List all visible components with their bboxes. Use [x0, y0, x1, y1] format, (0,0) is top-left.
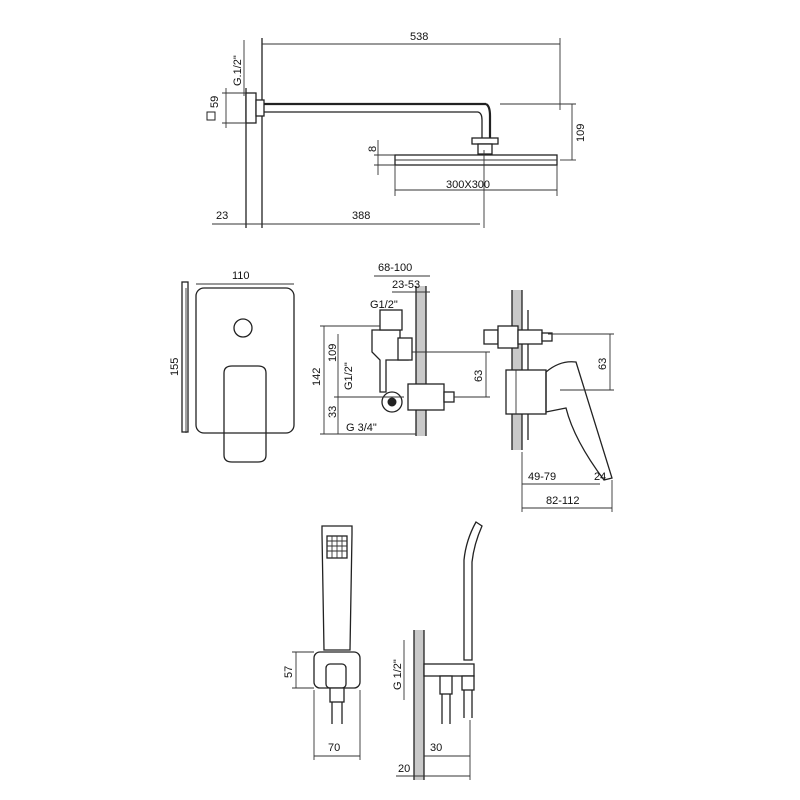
valve-body-view: 68-100 23-53 G1/2" 142 G1/2" 109 63 33 G… — [311, 262, 490, 436]
dim-arm-length: 538 — [410, 31, 428, 43]
hand-shower-body — [321, 525, 353, 651]
side-body — [505, 369, 547, 415]
dim-bracket-offset: 20 — [398, 763, 410, 775]
dim-handle-angle: 24 — [594, 471, 606, 483]
dim-cover-depth: 23-53 — [392, 279, 420, 291]
flange-connector — [255, 99, 265, 117]
label-arm-thread: G.1/2" — [232, 55, 244, 86]
hand-shower-side — [463, 521, 483, 661]
dim-bracket-width: 70 — [328, 742, 340, 754]
valve-top-inlet — [379, 309, 403, 331]
valve-cartridge — [407, 383, 445, 411]
wall-flange — [245, 92, 257, 124]
dim-side-projection: 49-79 — [528, 471, 556, 483]
mixer-side-view: 63 49-79 24 82-112 — [483, 290, 614, 512]
dim-mixer-width: 110 — [232, 270, 250, 282]
mixer-plate — [195, 287, 295, 434]
valve-bottom-outlet — [381, 391, 403, 413]
bracket-side-view: G 1/2" 30 20 — [392, 521, 483, 780]
dim-valve-depth: 68-100 — [378, 262, 412, 274]
dim-mixer-height: 155 — [169, 358, 181, 376]
dim-bracket-depth: 30 — [430, 742, 442, 754]
wall-section-3 — [414, 630, 424, 780]
dim-valve-upper: 109 — [327, 344, 339, 362]
dim-valve-lower: 33 — [327, 406, 339, 418]
dim-head-thickness: 8 — [367, 146, 379, 152]
dim-valve-height: 142 — [311, 368, 323, 386]
dim-flange: 59 — [209, 96, 221, 108]
side-handle — [545, 361, 613, 481]
label-bracket-thread: G 1/2" — [392, 659, 404, 690]
overhead-shower-view: 538 109 8 300X300 23 388 59 G.1/2" — [206, 31, 587, 228]
square-symbol-icon — [206, 111, 216, 121]
label-thread-bottom: G 3/4" — [346, 422, 377, 434]
side-connector — [497, 325, 519, 349]
mixer-handle — [223, 365, 267, 463]
dim-bracket-height: 57 — [283, 666, 295, 678]
dim-side-total: 82-112 — [546, 495, 579, 507]
nozzle-grid-icon — [327, 536, 347, 558]
mixer-front-view: 110 155 — [169, 270, 295, 463]
label-thread-top: G1/2" — [370, 299, 398, 311]
bracket-side — [423, 663, 475, 677]
diverter-button — [233, 318, 253, 338]
dim-outlet-height: 63 — [473, 370, 485, 382]
dim-head-offset: 388 — [352, 210, 370, 222]
hand-shower-view: 57 70 — [283, 525, 361, 760]
wall-section — [416, 286, 426, 436]
dim-drop: 109 — [575, 124, 587, 142]
label-thread-side: G1/2" — [343, 362, 355, 390]
dim-wall-offset: 23 — [216, 210, 228, 222]
dim-head-size: 300X300 — [446, 179, 490, 191]
shower-arm-bend — [485, 103, 492, 138]
dim-side-height: 63 — [597, 358, 609, 370]
head-connector — [471, 137, 499, 145]
